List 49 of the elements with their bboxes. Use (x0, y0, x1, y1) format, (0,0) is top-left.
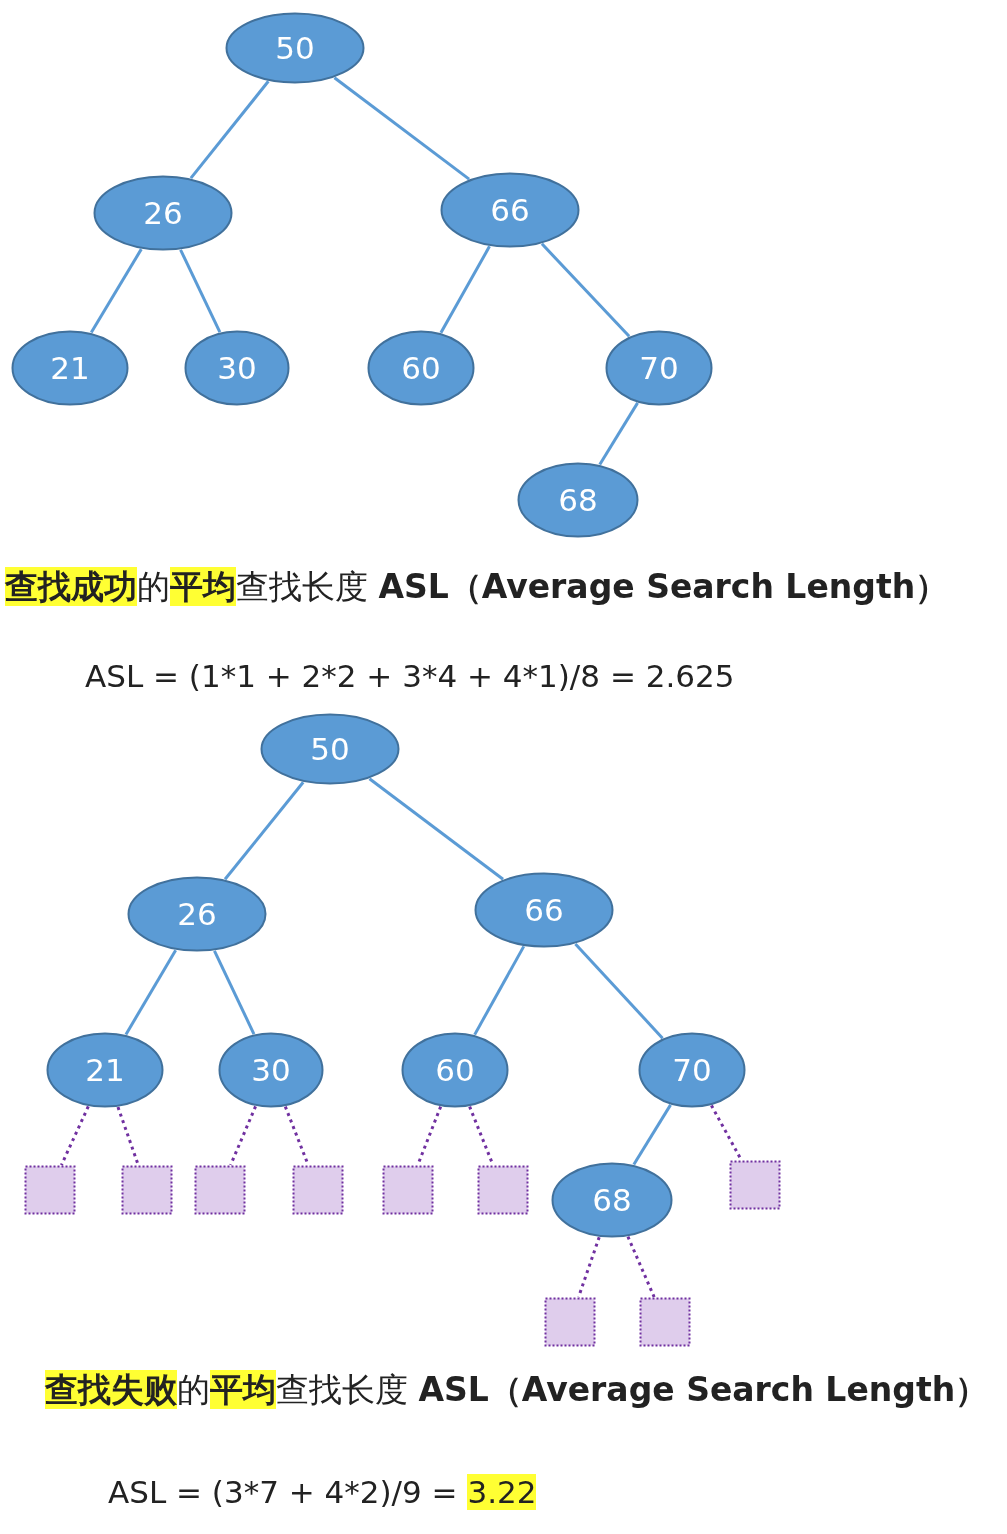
tree-node: 66 (474, 872, 614, 948)
dotted-line (710, 1104, 743, 1161)
leaf-square (292, 1165, 344, 1215)
tree-edge (632, 1104, 672, 1166)
tree-node: 50 (260, 713, 400, 785)
tree-node: 60 (401, 1032, 509, 1108)
tree-node: 68 (551, 1162, 673, 1238)
leaf-square (24, 1165, 76, 1215)
formula: ASL = (1*1 + 2*2 + 3*4 + 4*1)/8 = 2.625 (85, 658, 735, 694)
leaf-square (729, 1160, 781, 1210)
tree-node: 66 (440, 172, 580, 248)
tree-edge (124, 949, 177, 1036)
tree-node: 21 (46, 1032, 164, 1108)
tree-node: 70 (638, 1032, 746, 1108)
tree-edge (213, 950, 256, 1035)
formula: ASL = (3*7 + 4*2)/9 = 3.22 (108, 1474, 537, 1510)
tree-edge (439, 245, 491, 334)
leaf-square (382, 1165, 434, 1215)
tree-edge (473, 945, 526, 1036)
tree-edge (189, 80, 270, 180)
heading: 查找失败的平均查找长度 ASL（Average Search Length） (45, 1369, 989, 1411)
dotted-line (577, 1236, 601, 1298)
dotted-line (116, 1106, 140, 1166)
tree-node: 68 (517, 462, 639, 538)
tree-edge (223, 781, 305, 881)
tree-node: 60 (367, 330, 475, 406)
leaf-square (639, 1297, 691, 1347)
leaf-square (477, 1165, 529, 1215)
tree-edge (368, 777, 504, 881)
dotted-line (229, 1105, 257, 1166)
tree-edge (333, 76, 470, 181)
tree-edge (540, 242, 631, 338)
heading: 查找成功的平均查找长度 ASL（Average Search Length） (5, 566, 949, 608)
tree-node: 30 (184, 330, 290, 406)
tree-edge (179, 249, 222, 333)
tree-edge (598, 402, 639, 466)
tree-node: 50 (225, 12, 365, 84)
tree-node: 26 (127, 876, 267, 952)
tree-node: 21 (11, 330, 129, 406)
tree-node: 30 (218, 1032, 324, 1108)
tree-node: 70 (605, 330, 713, 406)
dotted-line (626, 1236, 656, 1298)
leaf-square (121, 1165, 173, 1215)
tree-edge (90, 248, 143, 334)
dotted-line (60, 1105, 90, 1166)
tree-node: 26 (93, 175, 233, 251)
leaf-square (194, 1165, 246, 1215)
leaf-square (544, 1297, 596, 1347)
tree-edge (574, 942, 664, 1040)
